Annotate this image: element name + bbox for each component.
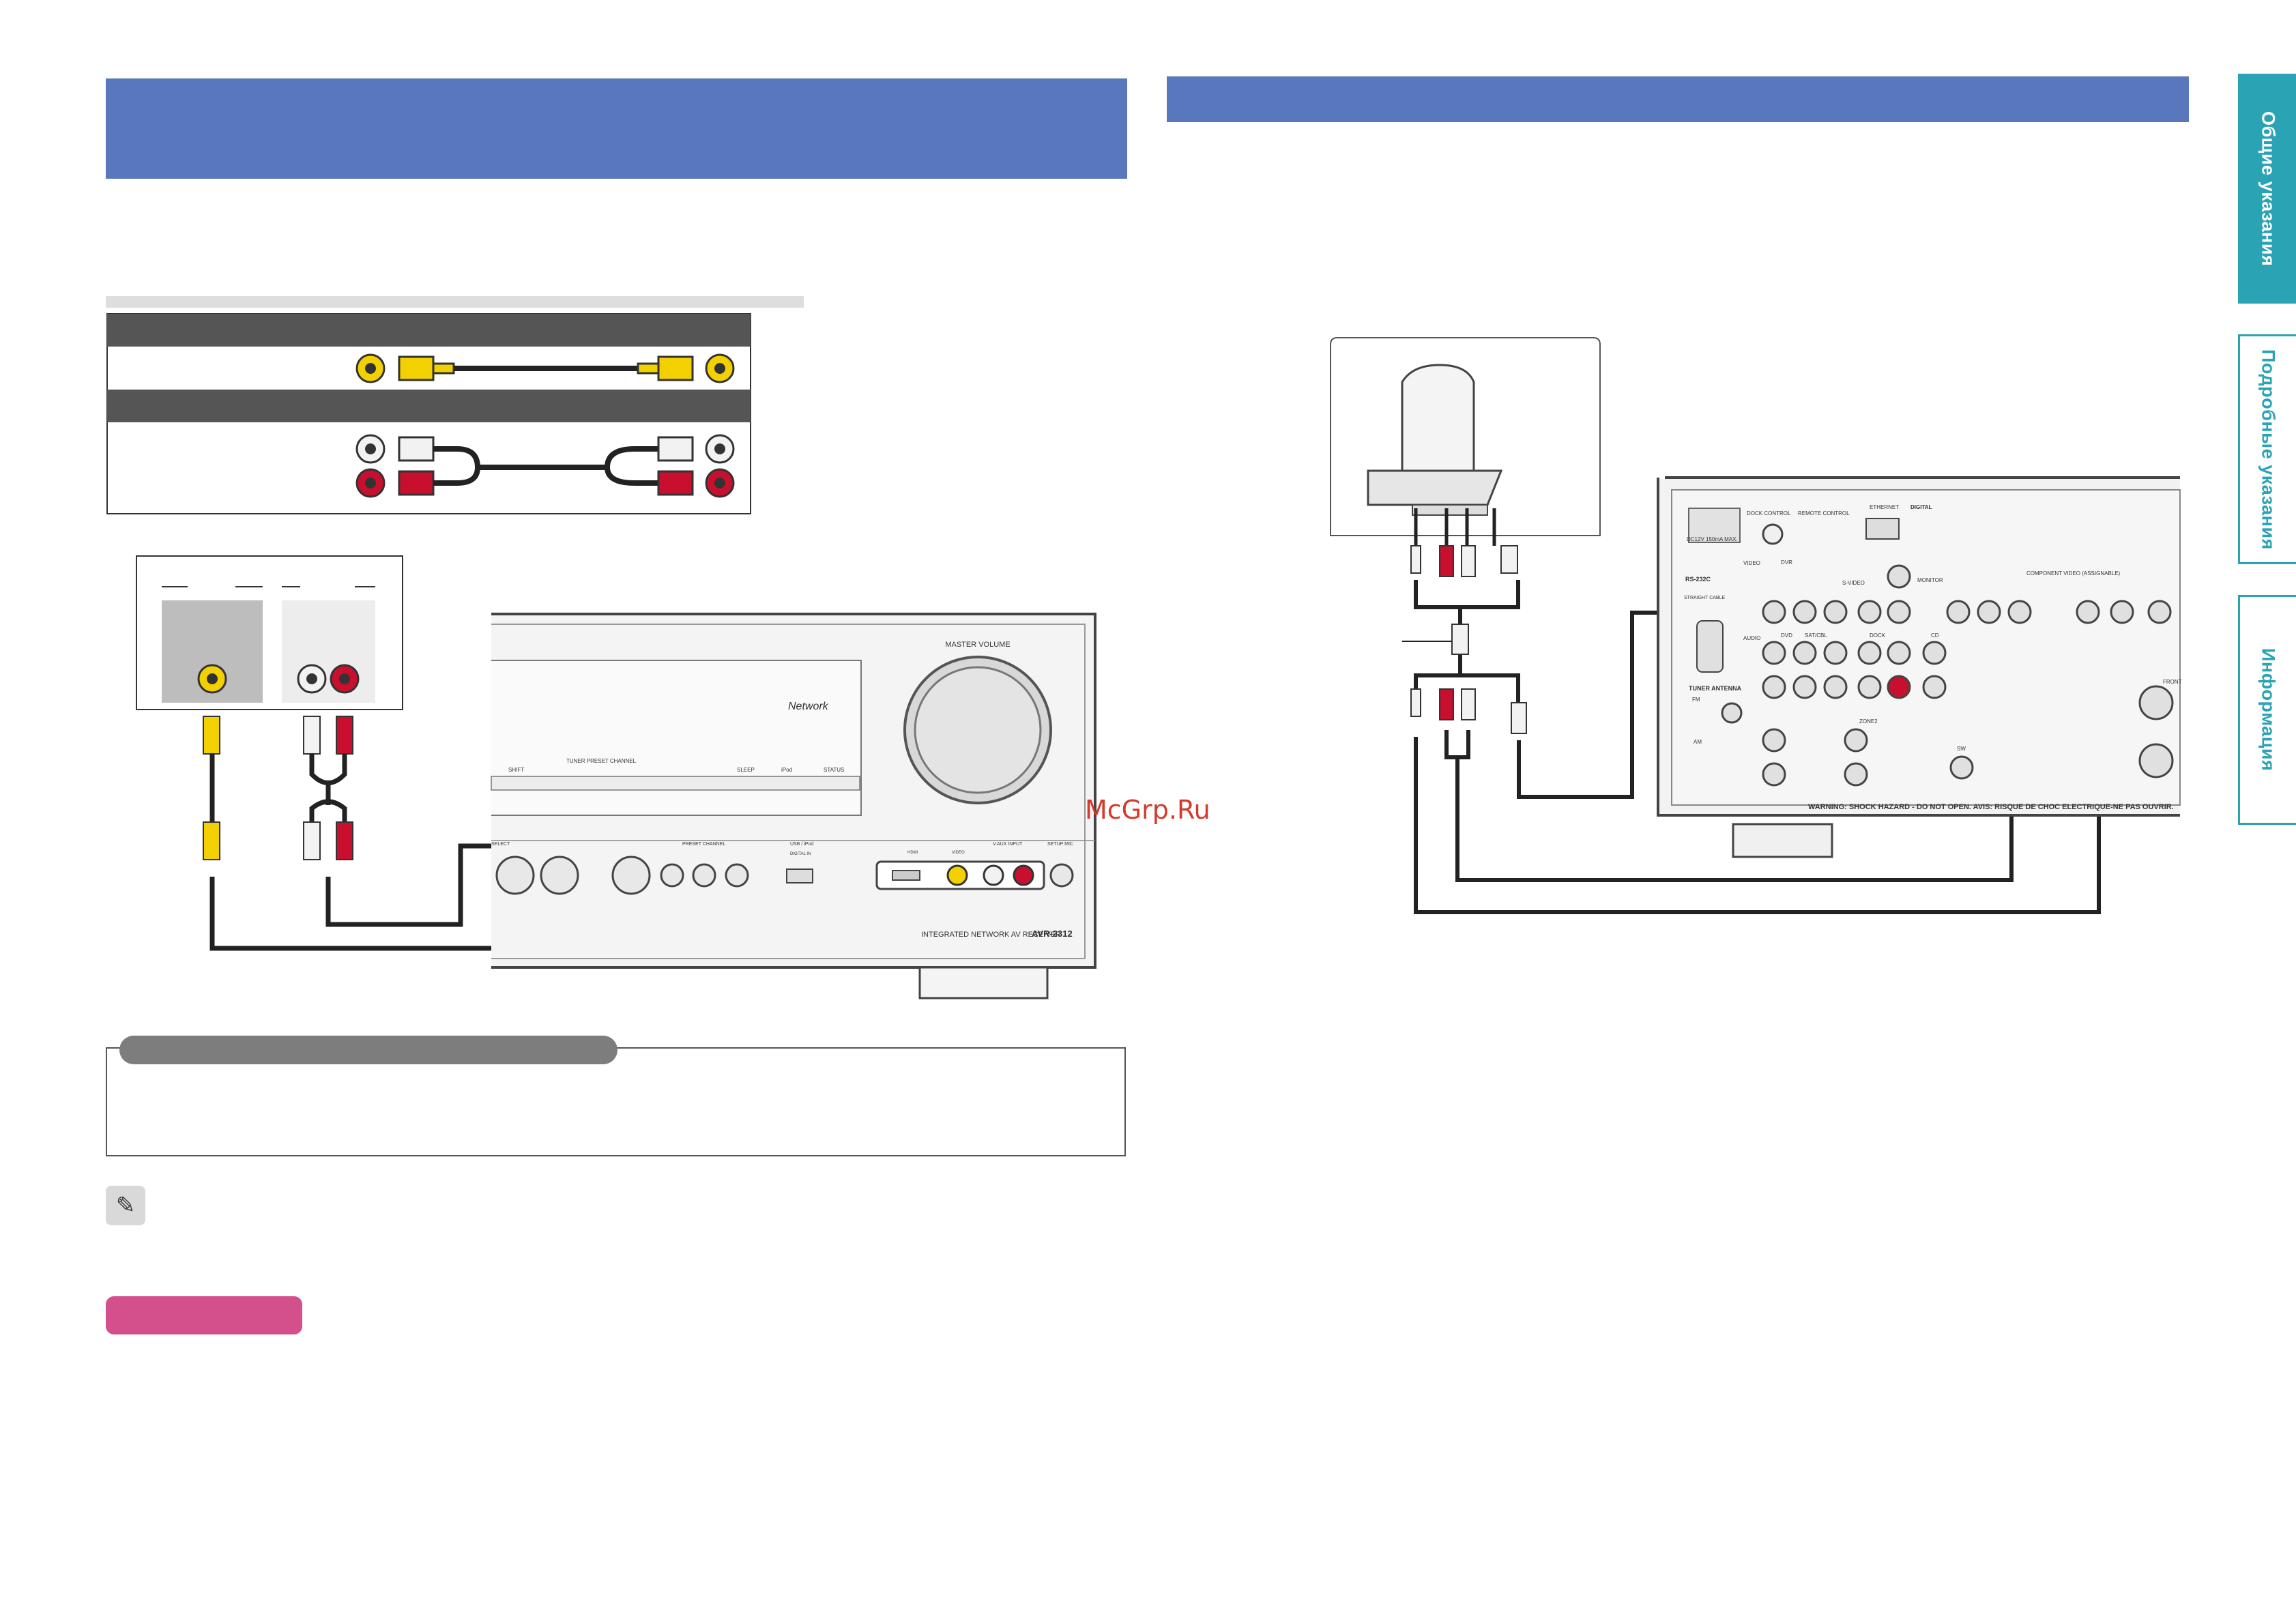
tab-information[interactable]: Информация [2238,595,2296,825]
video-rear-label: VIDEO [1743,560,1760,566]
connection-diagram: MASTER VOLUME Network TUNER PRESET CHANN… [106,296,2182,999]
tuner-preset-label: TUNER PRESET CHANNEL [566,758,637,764]
select-label: SELECT [491,842,510,847]
note-header [119,1036,617,1064]
pencil-icon: ✎ [106,1186,145,1225]
sat-cbl-label: SAT/CBL [1805,632,1827,639]
shift-label: SHIFT [508,767,524,773]
zone2-label: ZONE2 [1859,718,1878,725]
pink-section-tag[interactable] [106,1296,302,1334]
hdmi-label: HDMI [907,851,918,855]
cable-table-header-2 [107,390,751,422]
tab-detailed-label: Подробные указания [2258,349,2279,550]
sw-label: SW [1957,746,1966,752]
preset-channel-label: PRESET CHANNEL [682,842,725,847]
ethernet-label: ETHERNET [1870,504,1899,510]
s-video-label: S-VIDEO [1842,580,1865,586]
tuner-antenna-label: TUNER ANTENNA [1689,685,1742,692]
dc-output-label: DC12V 150mA MAX. [1687,536,1738,542]
cable-table [106,313,751,514]
dvd-label: DVD [1781,632,1792,639]
fm-label: FM [1692,697,1700,703]
usb-ipod-label: USB / iPod [790,842,813,847]
digital-in-label: DIGITAL IN [790,852,811,856]
component-video-label: COMPONENT VIDEO (ASSIGNABLE) [2026,570,2121,576]
cd-label: CD [1931,632,1939,639]
tab-detailed[interactable]: Подробные указания [2238,334,2296,564]
setup-mic-label: SETUP MIC [1047,842,1073,847]
remote-control-label: REMOTE CONTROL [1798,510,1850,516]
digital-label: DIGITAL [1910,504,1932,510]
front-label: FRONT [2163,679,2182,685]
tab-general-label: Общие указания [2258,111,2279,267]
master-volume-label: MASTER VOLUME [945,641,1010,649]
watermark: McGrp.Ru [1085,795,1210,825]
network-logo: Network [788,701,829,712]
model-label: AVR-2312 [1032,929,1073,939]
audio-rear-label: AUDIO [1743,635,1760,641]
am-label: AM [1694,739,1702,745]
section-rule [106,296,804,308]
tab-information-label: Информация [2258,648,2279,772]
receiver-front-panel: MASTER VOLUME Network TUNER PRESET CHANN… [491,613,1096,999]
product-line-label: INTEGRATED NETWORK AV RECEIVER [921,931,1061,939]
video-cable [355,353,735,383]
status-label: STATUS [824,767,844,773]
receiver-rear-panel: DC12V 150mA MAX. DOCK CONTROL REMOTE CON… [1657,476,2182,858]
right-header-band [1167,76,2189,122]
rear-jacks [1721,564,2174,787]
sleep-label: SLEEP [737,767,755,773]
dvr-label: DVR [1781,559,1792,566]
rs232c-label: RS-232C [1685,576,1711,583]
dock-control-label: DOCK CONTROL [1747,510,1791,516]
left-header-band [106,78,1127,179]
source-device [136,555,403,710]
video-label: VIDEO [952,851,965,855]
warning-label: WARNING: SHOCK HAZARD - DO NOT OPEN. AVI… [1808,803,2174,811]
ipod-label: iPod [781,767,792,773]
v-aux-input-label: V.AUX INPUT [993,842,1023,847]
audio-cable [355,434,735,498]
straight-cable-label: STRAIGHT CABLE [1684,596,1725,600]
ipod-dock [1330,337,1601,536]
cable-table-header-1 [107,314,751,347]
dock-label: DOCK [1870,632,1886,639]
monitor-label: MONITOR [1917,577,1943,583]
tab-general[interactable]: Общие указания [2238,74,2296,304]
